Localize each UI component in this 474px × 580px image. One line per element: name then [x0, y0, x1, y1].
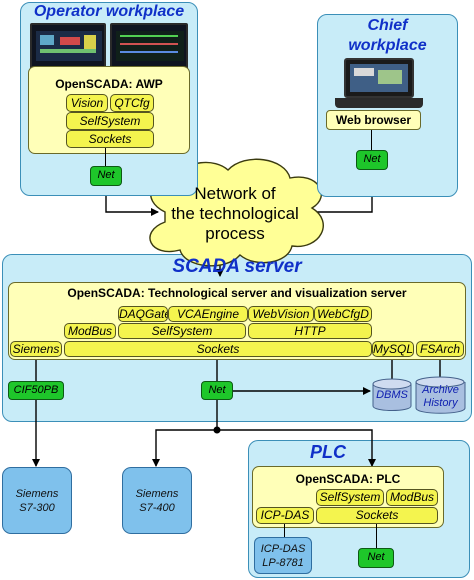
archive-label-line1: Archive: [422, 384, 459, 396]
module-server-sockets: Sockets: [64, 341, 372, 357]
icpdas-device-line2: LP-8781: [262, 556, 304, 569]
plc-sockets-net-connector: [376, 524, 378, 548]
icpdas-device-line1: ICP-DAS: [260, 542, 306, 555]
operator-monitor-left: [30, 23, 106, 71]
operator-workplace-title: Operator workplace: [33, 3, 185, 20]
chief-workplace-title-line2: workplace: [348, 37, 427, 54]
chief-net: Net: [356, 150, 388, 170]
operator-sockets-net-connector: [105, 148, 107, 166]
laptop-screen: [344, 58, 414, 98]
module-vision: Vision: [66, 94, 108, 112]
server-openscada-label: OpenSCADA: Technological server and visu…: [67, 286, 407, 300]
junction-plc-line: [217, 429, 376, 467]
module-plc-sockets: Sockets: [316, 507, 438, 524]
plc-openscada-label: OpenSCADA: PLC: [295, 472, 401, 486]
chief-workplace-title-line1: Chief: [367, 17, 408, 34]
module-vcaengine: VCAEngine: [168, 306, 248, 322]
operator-monitor-right: [110, 23, 188, 71]
archive-label-line2: History: [423, 397, 458, 409]
dbms-cylinder: [372, 378, 412, 411]
s7-400-line2: S7-400: [139, 501, 175, 514]
s7-300-line1: Siemens: [15, 487, 59, 500]
plc-net: Net: [358, 548, 394, 568]
module-sockets: Sockets: [66, 130, 154, 148]
operator-net: Net: [90, 166, 122, 186]
s7-400-line1: Siemens: [135, 487, 179, 500]
archive-cylinder: [415, 376, 466, 414]
plc-title: PLC: [310, 442, 346, 462]
module-plc-modbus: ModBus: [386, 489, 438, 506]
module-mysql: MySQL: [372, 341, 414, 357]
module-server-selfsystem: SelfSystem: [118, 323, 246, 339]
module-webcfgd: WebCfgD: [314, 306, 372, 322]
module-webvision: WebVision: [248, 306, 314, 322]
module-qtcfg: QTCfg: [110, 94, 154, 112]
module-modbus: ModBus: [64, 323, 116, 339]
icpdas-lp8781-device: ICP-DAS LP-8781: [254, 537, 312, 574]
chief-browser-net-connector: [371, 130, 373, 150]
siemens-s7-300: Siemens S7-300: [2, 467, 72, 534]
web-browser-box: [326, 110, 421, 130]
laptop-base: [335, 98, 423, 108]
s7-300-line2: S7-300: [19, 501, 55, 514]
web-browser-label: Web browser: [335, 113, 412, 127]
server-net: Net: [201, 381, 233, 400]
module-plc-selfsystem: SelfSystem: [316, 489, 384, 506]
cif50pb-box: CIF50PB: [8, 381, 64, 400]
module-fsarch: FSArch: [416, 341, 464, 357]
scada-server-title: SCADA server: [172, 256, 302, 277]
operator-awp-label: OpenSCADA: AWP: [55, 77, 163, 91]
junction-s7400-line: [152, 429, 217, 467]
module-daqgate: DAQGate: [118, 306, 168, 322]
network-line2: the technological: [171, 204, 299, 223]
module-siemens: Siemens: [10, 341, 62, 357]
network-line1: Network of: [194, 184, 276, 203]
dbms-label: DBMS: [376, 389, 408, 401]
module-http: HTTP: [248, 323, 372, 339]
module-plc-icpdas: ICP-DAS: [256, 507, 314, 524]
network-line3: process: [205, 224, 265, 243]
module-selfsystem: SelfSystem: [66, 112, 154, 130]
icpdas-device-connector: [284, 524, 286, 537]
siemens-s7-400: Siemens S7-400: [122, 467, 192, 534]
